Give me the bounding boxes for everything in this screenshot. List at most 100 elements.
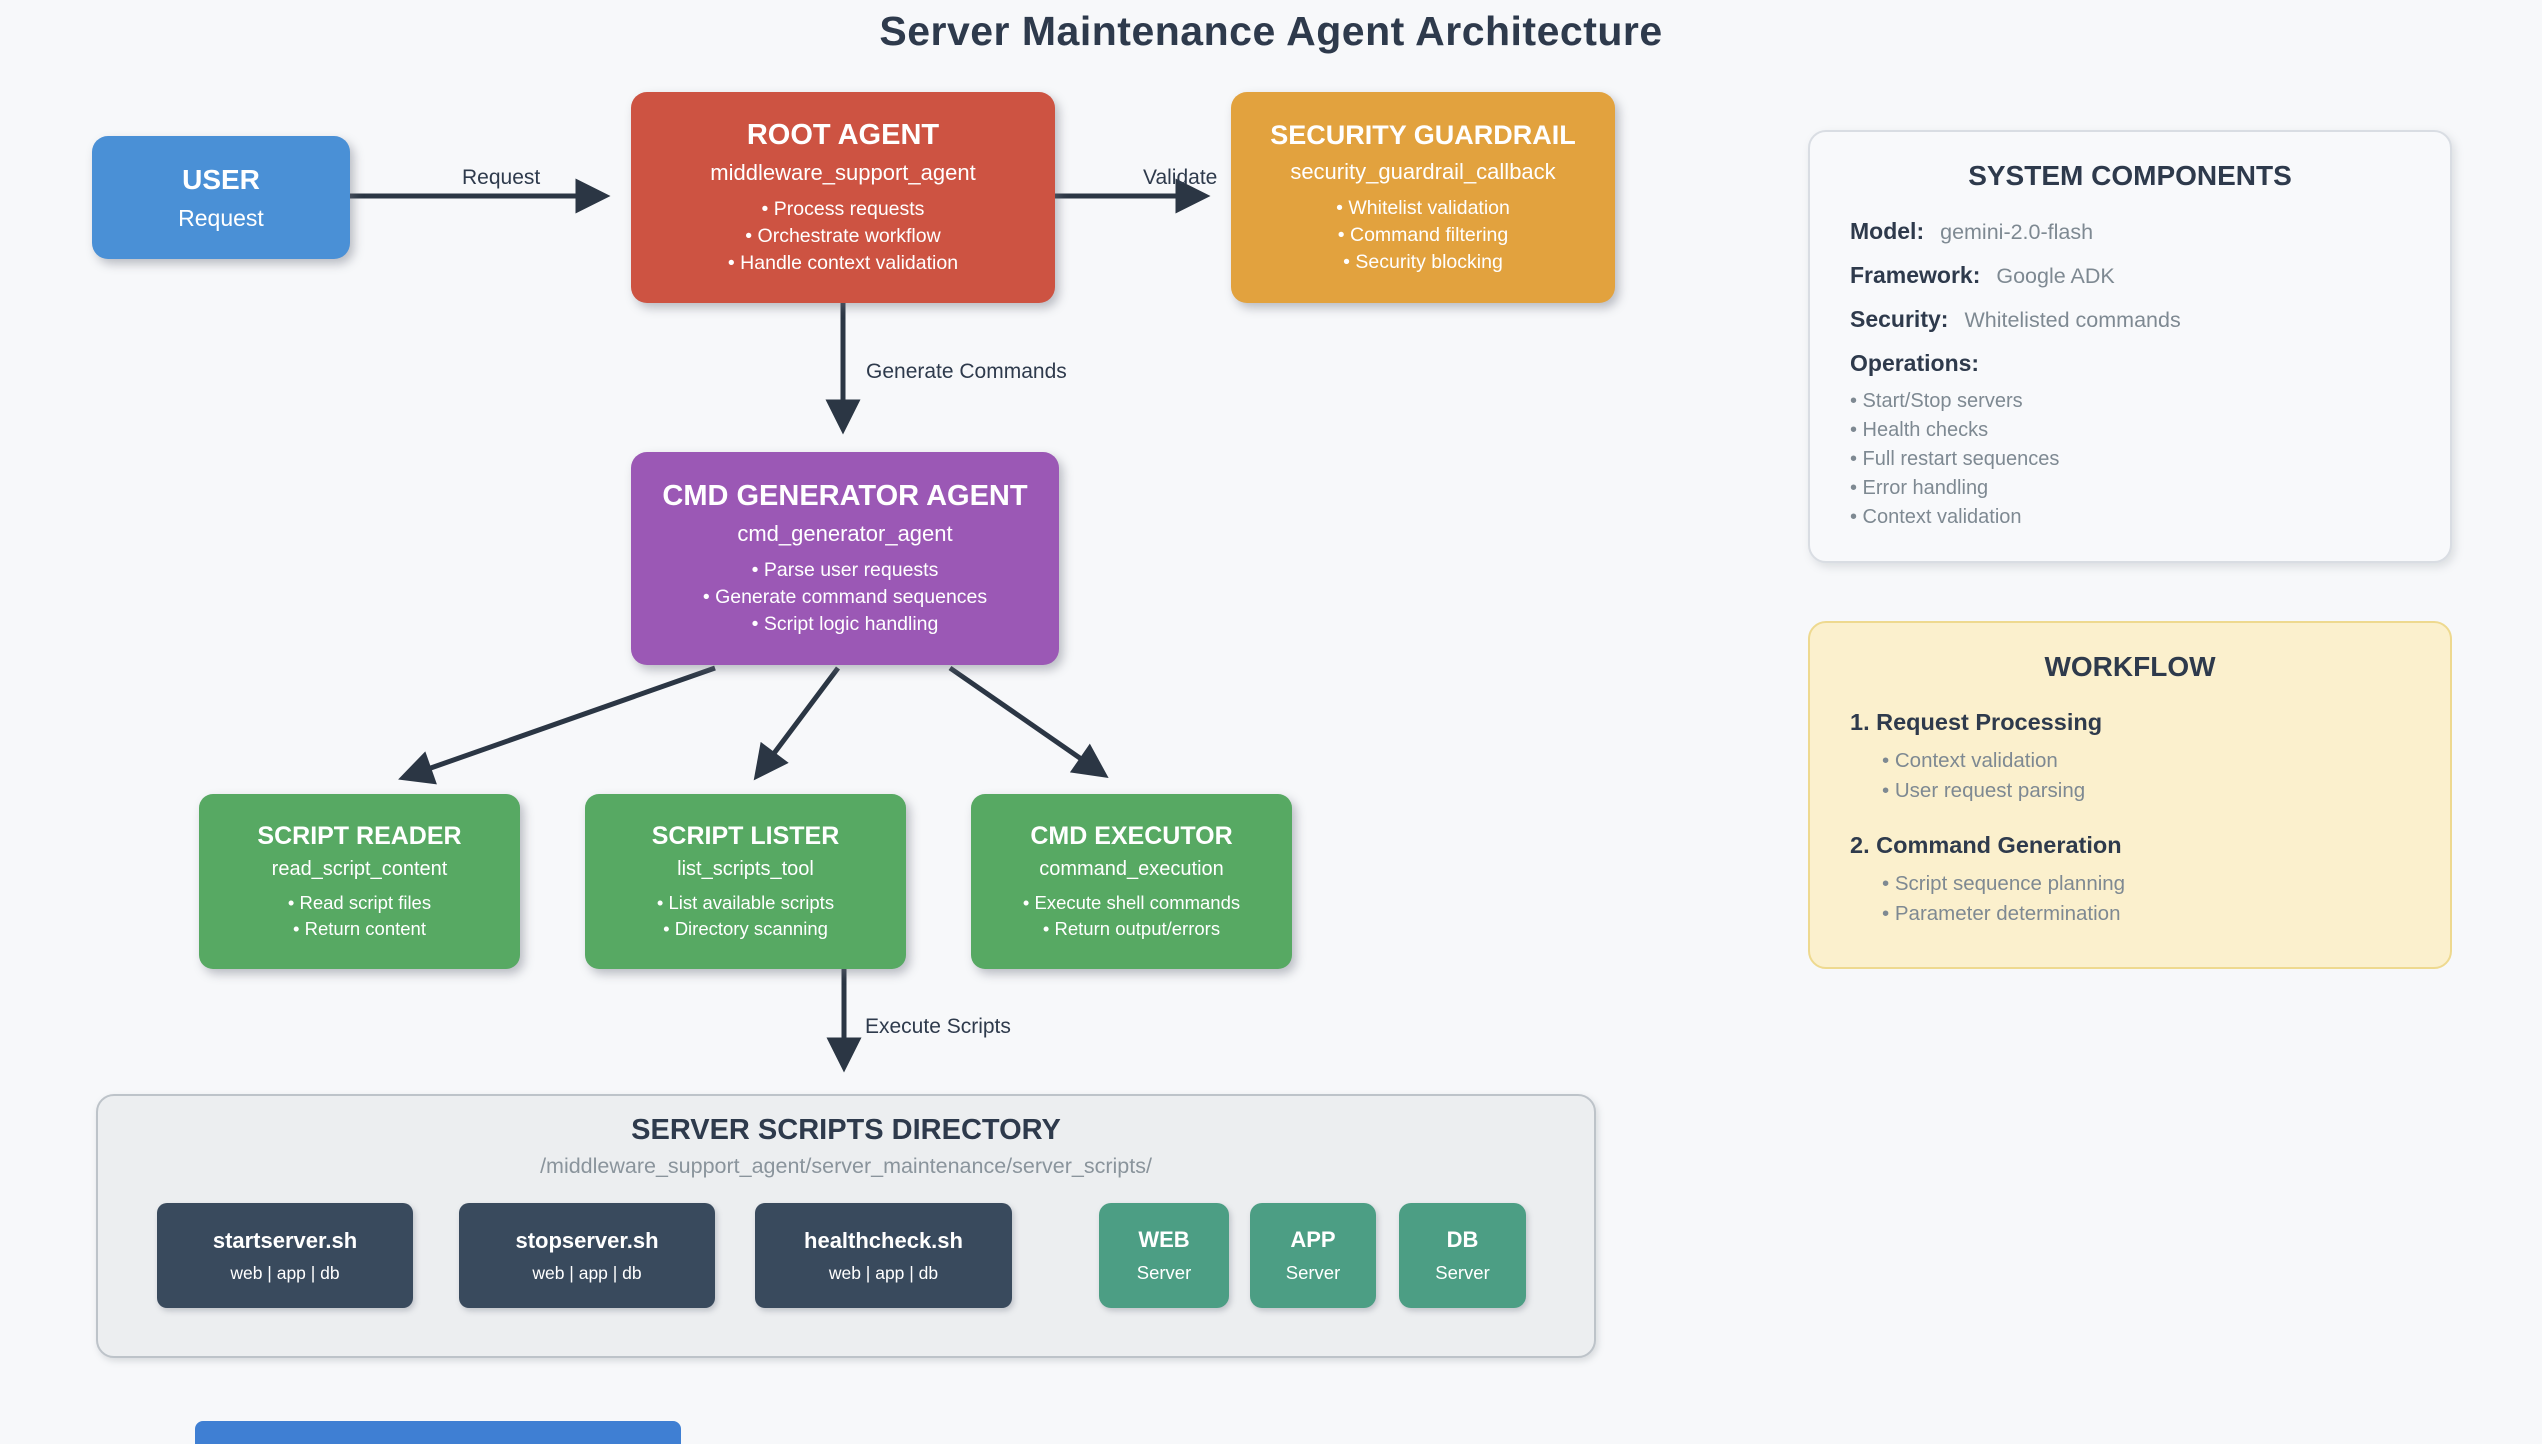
server-subtitle: Server	[1136, 1262, 1192, 1283]
workflow-bullet: • Parameter determination	[1882, 902, 2121, 925]
operation-item: • Start/Stop servers	[1850, 390, 2023, 412]
directory-title: SERVER SCRIPTS DIRECTORY	[631, 1114, 1061, 1146]
node-script-reader-bullets: • Read script files • Return content	[288, 890, 431, 942]
bullet: • Orchestrate workflow	[745, 224, 941, 247]
node-script-reader: SCRIPT READER read_script_content • Read…	[199, 794, 520, 969]
node-user: USER Request	[92, 136, 350, 259]
bullet: • Return content	[293, 917, 426, 939]
node-user-subtitle: Request	[178, 204, 264, 231]
workflow-panel: WORKFLOW 1. Request Processing • Context…	[1808, 621, 2452, 969]
row-value: Whitelisted commands	[1964, 308, 2181, 332]
operations-label: Operations:	[1850, 350, 1980, 376]
script-chip-healthcheck: healthcheck.sh web | app | db	[755, 1203, 1012, 1308]
bullet: • Read script files	[287, 891, 432, 913]
server-chip-web: WEB Server	[1099, 1203, 1229, 1308]
node-script-reader-title: SCRIPT READER	[257, 821, 462, 850]
row-value: Google ADK	[1996, 264, 2115, 288]
row-label: Security:	[1850, 306, 1949, 332]
server-subtitle: Server	[1285, 1262, 1341, 1283]
script-chip-startserver: startserver.sh web | app | db	[157, 1203, 413, 1308]
node-security-guardrail-bullets: • Whitelist validation • Command filteri…	[1336, 195, 1510, 276]
page-title: Server Maintenance Agent Architecture	[879, 8, 1663, 54]
arrow-generator-to-reader	[398, 665, 716, 785]
workflow-title: WORKFLOW	[2044, 651, 2216, 682]
directory-path: /middleware_support_agent/server_mainten…	[540, 1154, 1152, 1178]
edge-label-validate: Validate	[1143, 166, 1218, 189]
workflow-step-2: 2. Command Generation	[1850, 832, 2122, 858]
row-label: Framework:	[1850, 262, 1981, 288]
script-targets: web | app | db	[532, 1262, 642, 1283]
operation-item: • Context validation	[1850, 506, 2022, 528]
server-subtitle: Server	[1435, 1262, 1490, 1283]
bullet: • Execute shell commands	[1022, 891, 1241, 913]
script-targets: web | app | db	[828, 1262, 939, 1283]
edge-label-execute-scripts: Execute Scripts	[865, 1015, 1011, 1038]
script-chip-stopserver: stopserver.sh web | app | db	[459, 1203, 715, 1308]
workflow-step-1: 1. Request Processing	[1850, 709, 2103, 735]
row-framework: Framework: Google ADK	[1850, 262, 2450, 289]
node-cmd-generator-bullets: • Parse user requests • Generate command…	[703, 557, 987, 638]
row-value: gemini-2.0-flash	[1940, 220, 2094, 244]
server-name: WEB	[1138, 1227, 1190, 1252]
node-security-guardrail: SECURITY GUARDRAIL security_guardrail_ca…	[1231, 92, 1615, 303]
node-root-agent-bullets: • Process requests • Orchestrate workflo…	[728, 196, 958, 277]
node-script-lister-subtitle: list_scripts_tool	[677, 857, 814, 880]
workflow-bullet: • Script sequence planning	[1882, 872, 2126, 895]
script-name: healthcheck.sh	[804, 1227, 963, 1253]
operation-item: • Error handling	[1850, 477, 1989, 499]
arrow-generator-to-executor	[948, 665, 1109, 778]
row-model: Model: gemini-2.0-flash	[1850, 218, 2450, 245]
workflow-step-1-bullets: • Context validation • User request pars…	[1882, 746, 2450, 806]
script-targets: web | app | db	[230, 1262, 340, 1283]
node-script-lister-bullets: • List available scripts • Directory sca…	[657, 890, 834, 942]
row-label: Model:	[1850, 218, 1925, 244]
arrow-generator-to-lister	[753, 666, 840, 781]
node-cmd-executor-bullets: • Execute shell commands • Return output…	[1023, 890, 1240, 942]
node-user-title: USER	[182, 163, 260, 195]
server-name: DB	[1446, 1227, 1479, 1252]
system-components-panel: SYSTEM COMPONENTS Model: gemini-2.0-flash…	[1808, 130, 2452, 563]
partial-bottom-element	[195, 1421, 681, 1444]
node-root-agent: ROOT AGENT middleware_support_agent • Pr…	[631, 92, 1055, 303]
row-security: Security: Whitelisted commands	[1850, 306, 2450, 333]
script-name: stopserver.sh	[515, 1227, 659, 1253]
server-chip-app: APP Server	[1250, 1203, 1376, 1308]
node-security-guardrail-title: SECURITY GUARDRAIL	[1270, 119, 1576, 150]
node-cmd-generator-subtitle: cmd_generator_agent	[737, 520, 953, 546]
node-security-guardrail-subtitle: security_guardrail_callback	[1290, 158, 1556, 184]
bullet: • Whitelist validation	[1336, 196, 1510, 219]
bullet: • Generate command sequences	[702, 585, 988, 608]
node-cmd-executor-title: CMD EXECUTOR	[1030, 821, 1233, 850]
server-name: APP	[1290, 1227, 1336, 1252]
workflow-step-2-bullets: • Script sequence planning • Parameter d…	[1882, 869, 2450, 929]
edge-label-request: Request	[462, 166, 541, 189]
bullet: • Return output/errors	[1042, 917, 1221, 939]
node-cmd-executor-subtitle: command_execution	[1039, 857, 1224, 880]
node-script-reader-subtitle: read_script_content	[271, 857, 448, 880]
node-root-agent-subtitle: middleware_support_agent	[710, 159, 976, 185]
bullet: • Process requests	[761, 197, 925, 220]
bullet: • Handle context validation	[727, 251, 959, 274]
node-cmd-executor: CMD EXECUTOR command_execution • Execute…	[971, 794, 1292, 969]
server-chip-db: DB Server	[1399, 1203, 1526, 1308]
system-components-title: SYSTEM COMPONENTS	[1968, 160, 2292, 191]
node-cmd-generator-title: CMD GENERATOR AGENT	[662, 479, 1028, 512]
bullet: • Parse user requests	[751, 558, 939, 581]
node-cmd-generator: CMD GENERATOR AGENT cmd_generator_agent …	[631, 452, 1059, 665]
system-components-rows: Model: gemini-2.0-flash Framework: Google …	[1850, 218, 2450, 333]
bullet: • Directory scanning	[663, 917, 828, 939]
edge-label-generate-commands: Generate Commands	[866, 360, 1067, 383]
operation-item: • Health checks	[1850, 419, 1989, 441]
script-name: startserver.sh	[212, 1227, 358, 1253]
bullet: • Script logic handling	[751, 612, 939, 635]
node-script-lister: SCRIPT LISTER list_scripts_tool • List a…	[585, 794, 906, 969]
operation-item: • Full restart sequences	[1850, 448, 2060, 470]
workflow-bullet: • User request parsing	[1882, 779, 2086, 802]
node-script-lister-title: SCRIPT LISTER	[651, 821, 840, 850]
operations-list: • Start/Stop servers • Health checks • F…	[1850, 387, 2450, 532]
workflow-bullet: • Context validation	[1882, 749, 2058, 772]
node-root-agent-title: ROOT AGENT	[746, 118, 940, 151]
bullet: • Security blocking	[1343, 250, 1503, 273]
bullet: • List available scripts	[656, 891, 835, 913]
